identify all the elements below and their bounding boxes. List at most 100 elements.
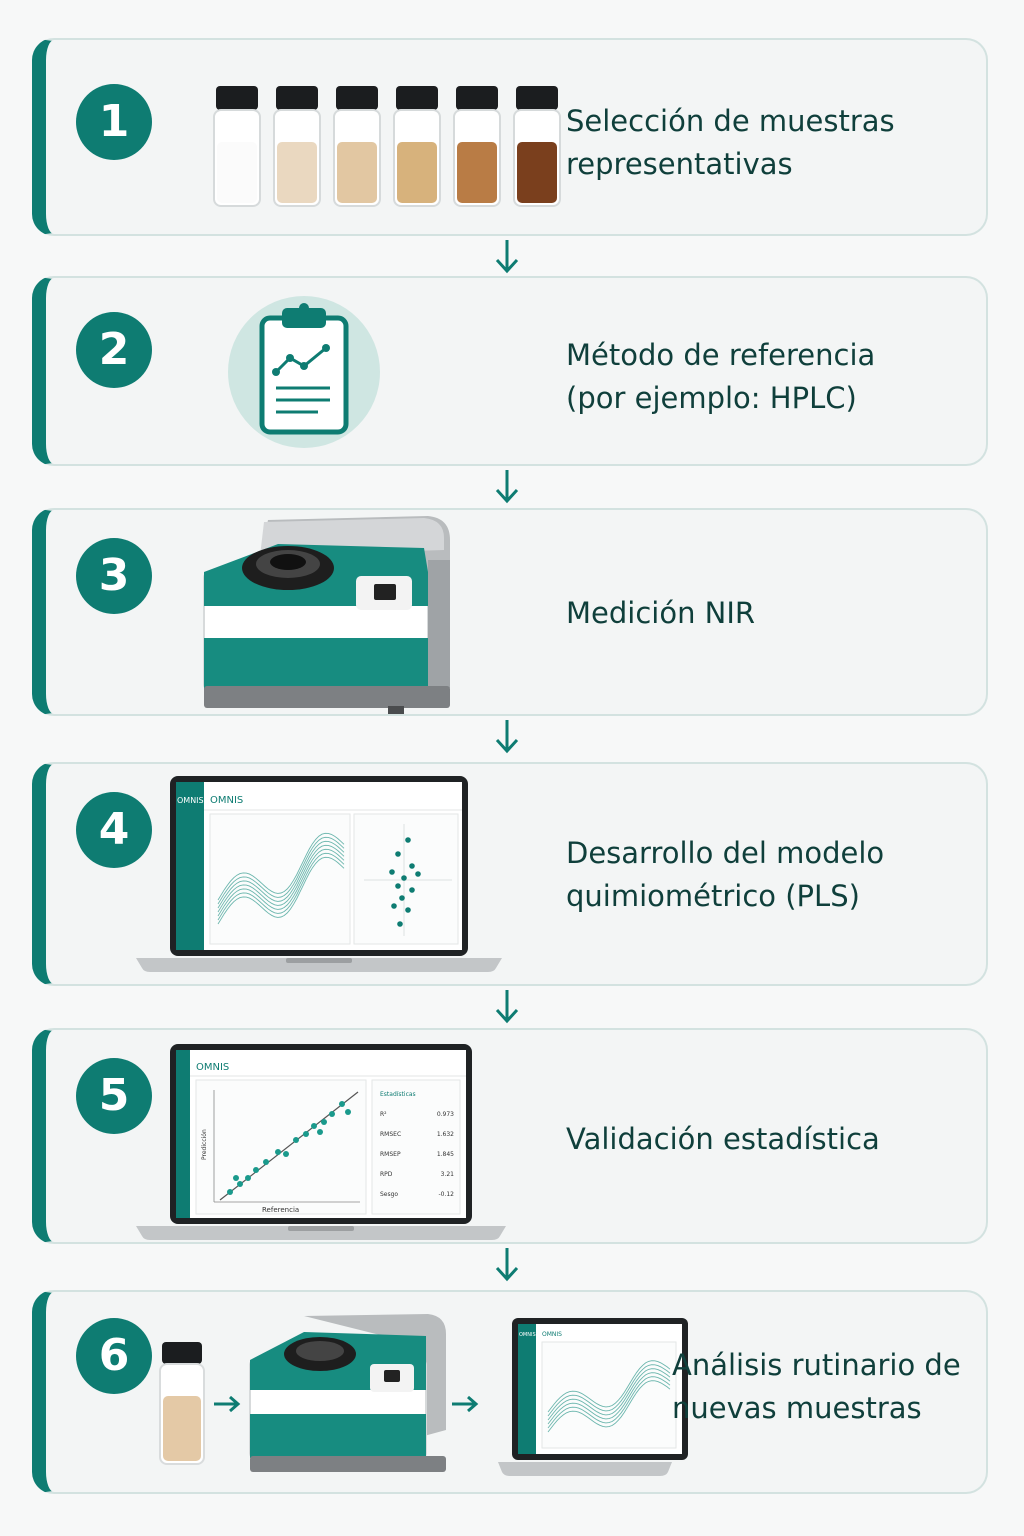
- stat-value: 0.973: [437, 1111, 454, 1118]
- validation-point: [345, 1109, 351, 1115]
- clipboard-chart-icon: [228, 296, 380, 448]
- step-2-label-line-1: Método de referencia: [566, 338, 876, 372]
- step-2-card: 2 Método de referencia (por ejemplo: HPL…: [32, 276, 988, 466]
- score-point: [399, 895, 405, 901]
- routine-analysis-illustration: OMNIS OMNIS: [159, 1314, 688, 1476]
- validation-point: [311, 1123, 317, 1129]
- routine-brand-badge: OMNIS: [519, 1332, 536, 1338]
- spectrum-line: [217, 844, 345, 913]
- score-point: [395, 851, 401, 857]
- spectrum-line: [217, 848, 345, 917]
- step-4-label-line-1: Desarrollo del modelo: [566, 836, 885, 870]
- validation-point: [339, 1101, 345, 1107]
- step-1-label: Selección de muestras representativas: [566, 100, 895, 186]
- spectrum-line: [547, 1368, 671, 1421]
- step-6-number: 6: [76, 1318, 152, 1394]
- step-3-card: 3 Medición NIR: [32, 508, 988, 716]
- sample-vials-illustration: [213, 86, 561, 207]
- spectrum-line: [547, 1376, 671, 1429]
- laptop-brand-badge: OMNIS: [177, 796, 204, 805]
- step-3-label-line-1: Medición NIR: [566, 596, 756, 630]
- stat-value: 1.632: [437, 1131, 454, 1138]
- arrow-down-icon: [495, 470, 519, 504]
- validation-point: [263, 1159, 269, 1165]
- validation-point: [283, 1151, 289, 1157]
- sample-vial: [333, 86, 381, 207]
- step-3-number: 3: [76, 538, 152, 614]
- sample-vial: [393, 86, 441, 207]
- validation-point: [275, 1149, 281, 1155]
- step-4-label: Desarrollo del modelo quimiométrico (PLS…: [566, 832, 884, 918]
- step-6-card: 6 OMNIS OMNIS Análisis rutinario de nuev: [32, 1290, 988, 1494]
- score-point: [391, 903, 397, 909]
- validation-point: [293, 1137, 299, 1143]
- stat-name: RMSEP: [380, 1151, 401, 1158]
- validation-point: [303, 1131, 309, 1137]
- nir-analyzer-illustration: [203, 516, 450, 714]
- arrow-down-icon: [495, 990, 519, 1024]
- score-point: [401, 875, 407, 881]
- spectrum-line: [547, 1380, 671, 1433]
- step-1-number: 1: [76, 84, 152, 160]
- stat-value: 3.21: [441, 1171, 455, 1178]
- step-4-label-line-2: quimiométrico (PLS): [566, 879, 860, 913]
- arrow-down-icon: [495, 720, 519, 754]
- stat-value: 1.845: [437, 1151, 454, 1158]
- validation-point: [237, 1181, 243, 1187]
- step-6-label-line-1: Análisis rutinario de: [672, 1348, 961, 1382]
- sample-vial: [273, 86, 321, 207]
- validation-point: [253, 1167, 259, 1173]
- step-5-label: Validación estadística: [566, 1118, 880, 1161]
- step-5-card: 5 OMNIS Referencia Predicción Estadístic…: [32, 1028, 988, 1244]
- stat-name: Sesgo: [380, 1191, 398, 1198]
- step-5-number: 5: [76, 1058, 152, 1134]
- validation-point: [317, 1129, 323, 1135]
- step-6-label-line-2: nuevas muestras: [672, 1391, 922, 1425]
- laptop-pls-model-illustration: OMNIS OMNIS: [136, 776, 502, 972]
- validation-y-label: Predicción: [201, 1129, 208, 1160]
- spectrum-line: [217, 836, 345, 905]
- step-6-label: Análisis rutinario de nuevas muestras: [672, 1344, 961, 1430]
- sample-vial: [213, 86, 261, 207]
- spectrum-line: [547, 1360, 671, 1413]
- validation-point: [321, 1119, 327, 1125]
- routine-brand-title: OMNIS: [542, 1331, 562, 1338]
- validation-point: [329, 1111, 335, 1117]
- stat-name: RMSEC: [380, 1131, 401, 1138]
- score-point: [405, 837, 411, 843]
- step-1-card: 1 Selección de muestras representativas: [32, 38, 988, 236]
- score-point: [405, 907, 411, 913]
- step-2-label-line-2: (por ejemplo: HPLC): [566, 381, 857, 415]
- spectrum-line: [547, 1372, 671, 1425]
- score-point: [397, 921, 403, 927]
- stats-panel-title: Estadísticas: [380, 1091, 416, 1098]
- score-point: [415, 871, 421, 877]
- score-point: [409, 863, 415, 869]
- sample-vial: [513, 86, 561, 207]
- spectrum-line: [217, 840, 345, 909]
- arrow-down-icon: [495, 1248, 519, 1282]
- spectrum-line: [217, 832, 345, 901]
- stat-name: RPD: [380, 1171, 393, 1178]
- validation-x-label: Referencia: [262, 1206, 299, 1214]
- step-2-number: 2: [76, 312, 152, 388]
- step-4-card: 4 OMNIS OMNIS Desarrollo del modelo quim…: [32, 762, 988, 986]
- score-point: [389, 869, 395, 875]
- laptop-brand-title: OMNIS: [210, 795, 243, 806]
- stat-name: R²: [380, 1111, 387, 1118]
- step-1-label-line-2: representativas: [566, 147, 793, 181]
- validation-brand-title: OMNIS: [196, 1062, 229, 1073]
- spectrum-line: [217, 852, 345, 921]
- score-point: [395, 883, 401, 889]
- step-1-label-line-1: Selección de muestras: [566, 104, 895, 138]
- validation-point: [233, 1175, 239, 1181]
- validation-point: [227, 1189, 233, 1195]
- validation-point: [245, 1175, 251, 1181]
- step-5-label-line-1: Validación estadística: [566, 1122, 880, 1156]
- arrow-down-icon: [495, 240, 519, 274]
- step-3-label: Medición NIR: [566, 592, 755, 635]
- spectrum-line: [217, 856, 345, 925]
- laptop-validation-illustration: OMNIS Referencia Predicción Estadísticas…: [136, 1044, 506, 1240]
- spectrum-line: [547, 1364, 671, 1417]
- step-2-label: Método de referencia (por ejemplo: HPLC): [566, 334, 875, 420]
